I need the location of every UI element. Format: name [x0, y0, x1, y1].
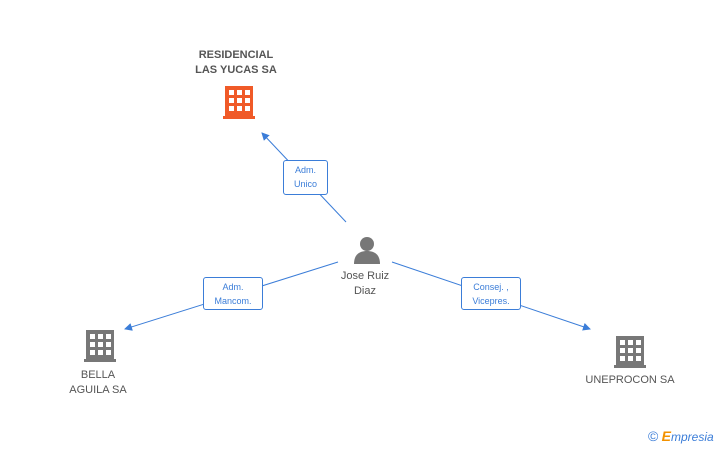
top-company-label[interactable]: RESIDENCIAL LAS YUCAS SA [176, 48, 296, 78]
building-icon[interactable] [614, 336, 646, 368]
person-name-line1: Jose Ruiz [340, 270, 390, 282]
edge-label-right: Consej. , Vicepres. [461, 277, 521, 310]
left-company-name-line2: AGUILA SA [69, 384, 127, 396]
right-company-name: UNEPROCON SA [585, 374, 675, 386]
building-icon[interactable] [84, 330, 116, 362]
left-company-label[interactable]: BELLA AGUILA SA [48, 368, 148, 398]
edge-label-left-line2: Mancom. [214, 296, 252, 306]
edge-label-left-line1: Adm. [222, 282, 244, 292]
person-icon[interactable] [354, 237, 380, 264]
top-company-name-line1: RESIDENCIAL [198, 49, 274, 61]
edge-label-right-line2: Vicepres. [472, 296, 510, 306]
person-label[interactable]: Jose Ruiz Diaz [320, 269, 410, 299]
top-company-name-line2: LAS YUCAS SA [195, 64, 277, 76]
brand-initial: E [661, 428, 672, 444]
brand-name: mpresia [671, 430, 714, 444]
left-company-name-line1: BELLA [80, 369, 116, 381]
edge-label-top: Adm. Unico [283, 160, 328, 195]
edge-label-right-line1: Consej. , [473, 282, 509, 292]
right-company-label[interactable]: UNEPROCON SA [570, 373, 690, 388]
edge-label-left: Adm. Mancom. [203, 277, 263, 310]
copyright-symbol: © [648, 428, 659, 444]
edge-label-top-line1: Adm. [294, 165, 316, 175]
edge-label-top-line2: Unico [293, 179, 317, 189]
building-icon[interactable] [223, 86, 255, 119]
empresia-logo: © Empresia [648, 428, 714, 444]
person-name-line2: Diaz [353, 285, 376, 297]
